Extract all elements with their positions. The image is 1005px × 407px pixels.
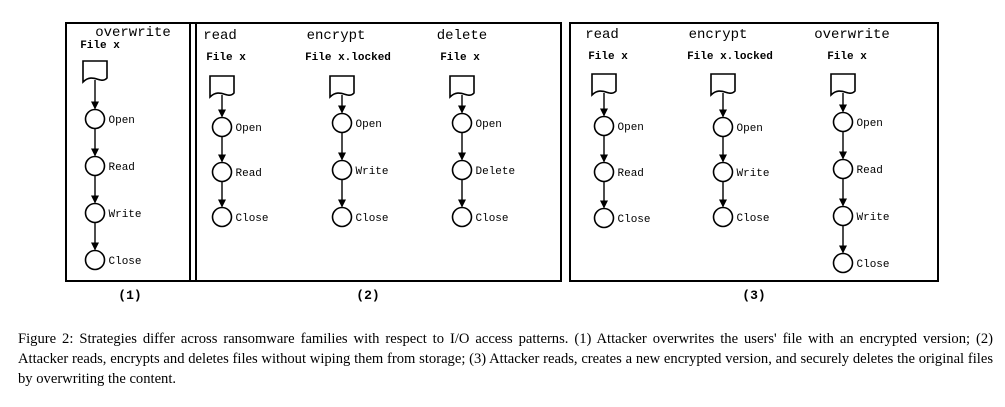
panel-2-label: (2)	[356, 288, 379, 303]
step-node	[712, 161, 734, 183]
step-node	[593, 207, 615, 229]
file-icon	[710, 73, 736, 97]
step-label-open: Open	[737, 123, 763, 135]
file-icon	[209, 75, 235, 99]
panel-3-col-3-file-label: File x	[827, 51, 867, 63]
figure-caption-text: Strategies differ across ransomware fami…	[18, 331, 994, 387]
panel-3-col-1-heading: read	[585, 27, 619, 43]
step-label-open: Open	[236, 123, 262, 135]
step-node	[451, 206, 473, 228]
step-node	[331, 159, 353, 181]
step-label-read: Read	[618, 168, 644, 180]
step-label-close: Close	[737, 213, 770, 225]
step-node	[84, 249, 106, 271]
step-label-close: Close	[857, 259, 890, 271]
panel-3-col-3-heading: overwrite	[814, 27, 890, 43]
step-label-delete: Delete	[476, 166, 516, 178]
step-node	[331, 206, 353, 228]
step-node	[593, 161, 615, 183]
step-node	[211, 116, 233, 138]
step-node	[451, 112, 473, 134]
step-label-write: Write	[857, 212, 890, 224]
panel-2-col-1-heading: read	[203, 28, 237, 44]
step-label-close: Close	[236, 213, 269, 225]
file-icon	[329, 75, 355, 99]
step-label-open: Open	[109, 115, 135, 127]
panel-3-col-2-heading: encrypt	[689, 27, 748, 43]
step-node	[84, 155, 106, 177]
step-node	[832, 111, 854, 133]
panel-1-col-1-file-label: File x	[80, 40, 120, 52]
step-label-read: Read	[236, 168, 262, 180]
panel-2-col-3-file-label: File x	[440, 52, 480, 64]
panel-2-col-3-heading: delete	[437, 28, 487, 44]
step-label-open: Open	[476, 119, 502, 131]
step-label-open: Open	[356, 119, 382, 131]
panel-3-label: (3)	[742, 288, 765, 303]
step-node	[832, 158, 854, 180]
figure-caption: Figure 2: Strategies differ across ranso…	[18, 329, 993, 389]
panel-1-frame	[65, 22, 197, 282]
figure-caption-label: Figure 2:	[18, 331, 74, 347]
step-node	[832, 205, 854, 227]
step-label-write: Write	[737, 168, 770, 180]
step-node	[451, 159, 473, 181]
panel-2-col-1-file-label: File x	[206, 52, 246, 64]
step-node	[712, 116, 734, 138]
step-node	[593, 115, 615, 137]
panel-2-col-2-file-label: File x.locked	[305, 52, 391, 64]
step-label-close: Close	[356, 213, 389, 225]
step-label-read: Read	[857, 165, 883, 177]
panel-2-frame	[189, 22, 562, 282]
step-label-close: Close	[476, 213, 509, 225]
panel-3-col-2-file-label: File x.locked	[687, 51, 773, 63]
file-icon	[449, 75, 475, 99]
step-label-close: Close	[109, 256, 142, 268]
panel-1-col-1-heading: overwrite	[95, 25, 171, 41]
step-node	[331, 112, 353, 134]
step-label-read: Read	[109, 162, 135, 174]
panel-3-frame	[569, 22, 939, 282]
step-node	[84, 108, 106, 130]
step-label-write: Write	[356, 166, 389, 178]
step-node	[712, 206, 734, 228]
step-label-write: Write	[109, 209, 142, 221]
step-node	[832, 252, 854, 274]
step-label-open: Open	[618, 122, 644, 134]
step-label-open: Open	[857, 118, 883, 130]
step-node	[211, 161, 233, 183]
panel-2-col-2-heading: encrypt	[307, 28, 366, 44]
file-icon	[82, 60, 108, 84]
file-icon	[591, 73, 617, 97]
file-icon	[830, 73, 856, 97]
step-node	[211, 206, 233, 228]
step-node	[84, 202, 106, 224]
step-label-close: Close	[618, 214, 651, 226]
panel-3-col-1-file-label: File x	[588, 51, 628, 63]
panel-1-label: (1)	[118, 288, 141, 303]
